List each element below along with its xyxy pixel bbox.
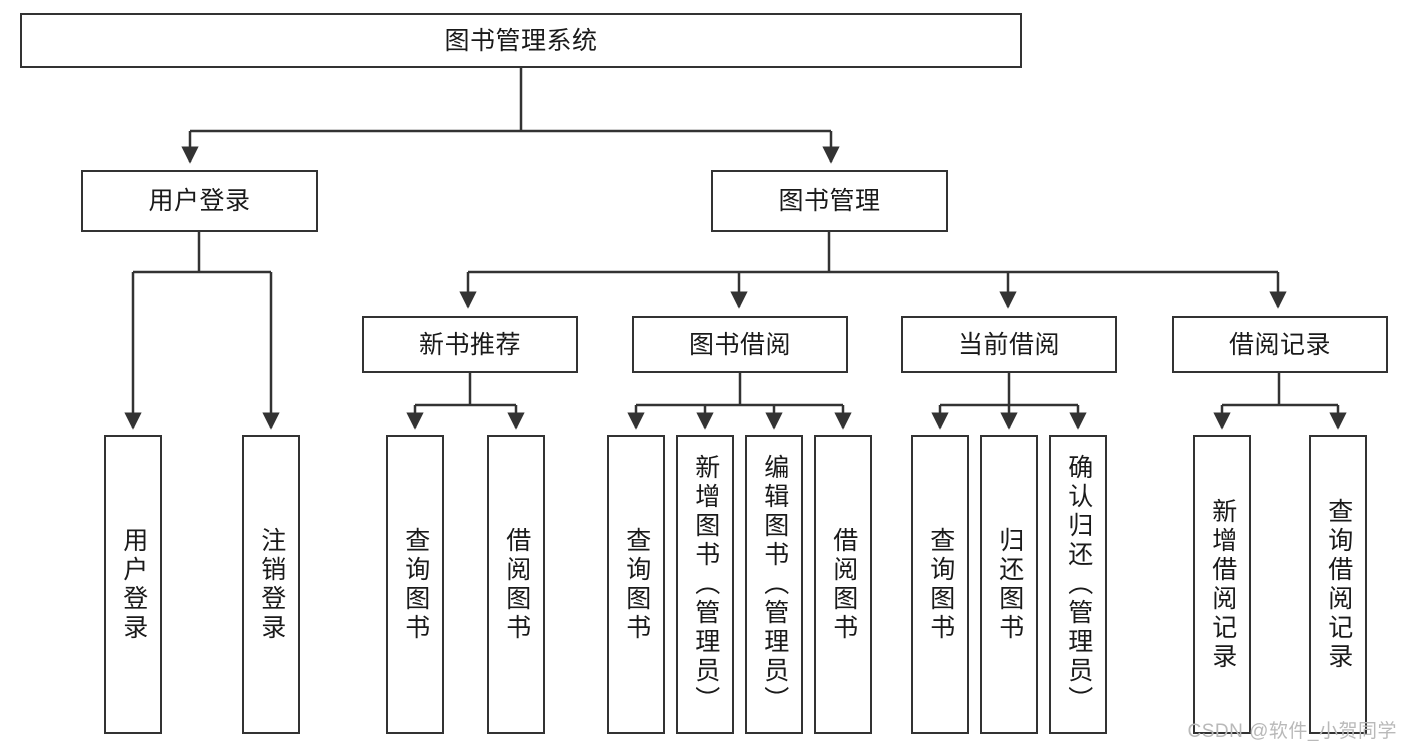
node-book-borrow[interactable]: 图书借阅 bbox=[632, 316, 848, 373]
leaf-query-book-borrow[interactable]: 查询图书 bbox=[607, 435, 665, 734]
node-label: 用户登录 bbox=[119, 526, 148, 643]
node-label: 查询图书 bbox=[926, 526, 955, 643]
node-book-management[interactable]: 图书管理 bbox=[711, 170, 948, 232]
node-borrow-records[interactable]: 借阅记录 bbox=[1172, 316, 1388, 373]
leaf-add-borrow-record[interactable]: 新增借阅记录 bbox=[1193, 435, 1251, 734]
node-label: 借阅记录 bbox=[1228, 330, 1331, 359]
node-label: 借阅图书 bbox=[502, 526, 531, 643]
node-label: 用户登录 bbox=[148, 187, 251, 215]
leaf-query-book-recommend[interactable]: 查询图书 bbox=[386, 435, 444, 734]
leaf-confirm-return-admin[interactable]: 确认归还（管理员） bbox=[1049, 435, 1107, 734]
node-label: 查询图书 bbox=[401, 526, 430, 643]
leaf-query-borrow-record[interactable]: 查询借阅记录 bbox=[1309, 435, 1367, 734]
node-label: 当前借阅 bbox=[957, 330, 1060, 359]
node-user-login[interactable]: 用户登录 bbox=[81, 170, 318, 232]
leaf-borrow-book[interactable]: 借阅图书 bbox=[814, 435, 872, 734]
leaf-add-book-admin[interactable]: 新增图书（管理员） bbox=[676, 435, 734, 734]
node-label: 新增借阅记录 bbox=[1208, 497, 1237, 672]
node-label: 确认归还（管理员） bbox=[1064, 454, 1093, 715]
node-new-book-recommend[interactable]: 新书推荐 bbox=[362, 316, 578, 373]
node-label: 新增图书（管理员） bbox=[691, 454, 720, 715]
node-label: 图书借阅 bbox=[688, 330, 791, 359]
leaf-return-book[interactable]: 归还图书 bbox=[980, 435, 1038, 734]
node-root-system[interactable]: 图书管理系统 bbox=[20, 13, 1022, 68]
node-label: 图书管理 bbox=[778, 187, 881, 215]
node-label: 借阅图书 bbox=[829, 526, 858, 643]
leaf-query-book-current[interactable]: 查询图书 bbox=[911, 435, 969, 734]
node-label: 新书推荐 bbox=[418, 330, 521, 359]
node-label: 查询图书 bbox=[622, 526, 651, 643]
node-label: 归还图书 bbox=[995, 526, 1024, 643]
watermark-text: CSDN @软件_小贺同学 bbox=[1187, 721, 1397, 742]
leaf-user-login[interactable]: 用户登录 bbox=[104, 435, 162, 734]
node-label: 查询借阅记录 bbox=[1324, 497, 1353, 672]
node-label: 编辑图书（管理员） bbox=[760, 454, 789, 715]
leaf-borrow-book-recommend[interactable]: 借阅图书 bbox=[487, 435, 545, 734]
leaf-edit-book-admin[interactable]: 编辑图书（管理员） bbox=[745, 435, 803, 734]
leaf-logout[interactable]: 注销登录 bbox=[242, 435, 300, 734]
node-label: 图书管理系统 bbox=[444, 26, 598, 55]
node-label: 注销登录 bbox=[257, 526, 286, 643]
node-current-borrow[interactable]: 当前借阅 bbox=[901, 316, 1117, 373]
